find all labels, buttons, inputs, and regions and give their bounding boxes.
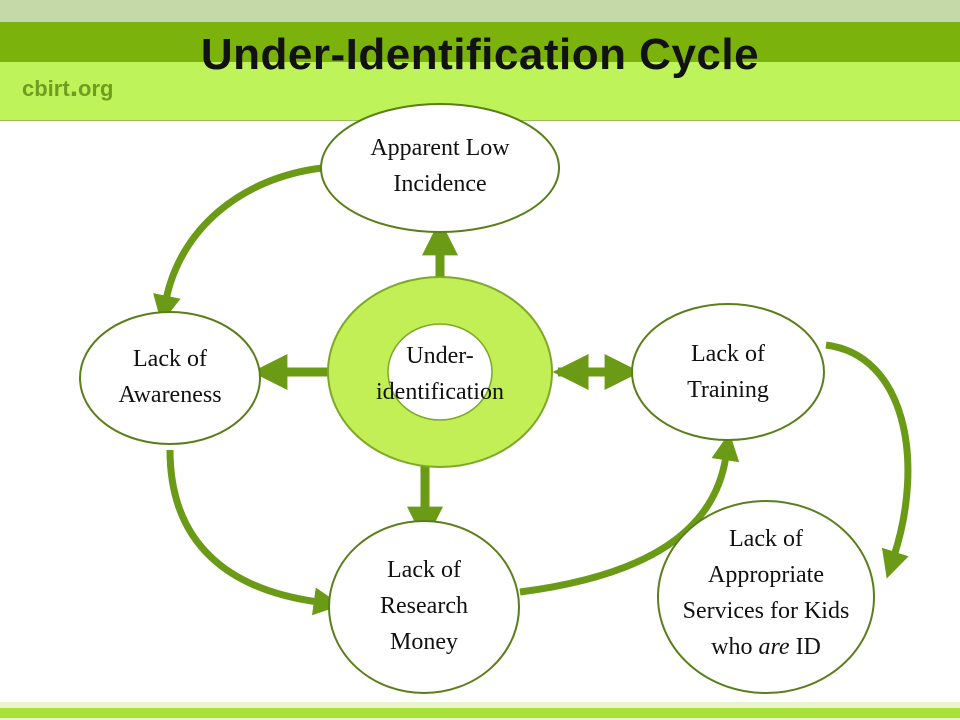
node-services-text: Lack of Appropriate Services for Kids wh… — [651, 521, 881, 665]
node-awareness-line1: Lack of — [133, 346, 207, 372]
node-apparent-low-incidence — [320, 103, 560, 233]
node-training-line2: Training — [687, 377, 769, 403]
arrow-training-to-services — [825, 341, 912, 579]
node-services-line2: Appropriate — [708, 562, 824, 588]
node-training-line1: Lack of — [691, 341, 765, 367]
node-services-line4: who are ID — [651, 629, 881, 665]
arrow-incidence-to-awareness — [153, 164, 323, 324]
brand-suffix: org — [78, 76, 114, 101]
node-incidence-line2: Incidence — [393, 171, 487, 197]
brand-logo-text: cbirt.org — [22, 70, 113, 104]
top-strip — [0, 0, 960, 22]
node-center-line2: identification — [376, 379, 504, 405]
node-training-text: Lack of Training — [638, 336, 818, 408]
arrow-awareness-to-research — [166, 449, 342, 616]
node-services-line4-emphasis: are — [758, 634, 790, 660]
node-lack-of-research-money — [328, 520, 520, 694]
node-center-line1: Under- — [406, 343, 474, 369]
node-services-line4-pre: who — [711, 634, 759, 660]
arrow-research-to-training — [519, 432, 740, 596]
node-services-line3: Services for Kids — [682, 598, 850, 624]
node-research-line3: Money — [390, 629, 458, 655]
node-research-line2: Research — [380, 593, 468, 619]
node-incidence-text: Apparent Low Incidence — [330, 130, 550, 202]
node-lack-of-awareness — [79, 311, 261, 445]
node-services-line4-post: ID — [789, 634, 821, 660]
node-research-line1: Lack of — [387, 557, 461, 583]
brand-dot: . — [69, 70, 79, 103]
node-awareness-text: Lack of Awareness — [80, 341, 260, 413]
slide-title: Under-Identification Cycle — [200, 30, 760, 79]
footer-line — [0, 708, 960, 718]
center-ring-hole — [387, 323, 493, 421]
node-incidence-line1: Apparent Low — [370, 135, 510, 161]
node-lack-of-appropriate-services — [657, 500, 875, 694]
node-research-text: Lack of Research Money — [334, 552, 514, 660]
node-lack-of-training — [631, 303, 825, 441]
node-services-line1: Lack of — [729, 526, 803, 552]
brand-prefix: cbirt — [22, 76, 70, 101]
node-center-text: Under- identification — [330, 338, 550, 410]
node-awareness-line2: Awareness — [118, 382, 222, 408]
title-band — [0, 22, 960, 62]
